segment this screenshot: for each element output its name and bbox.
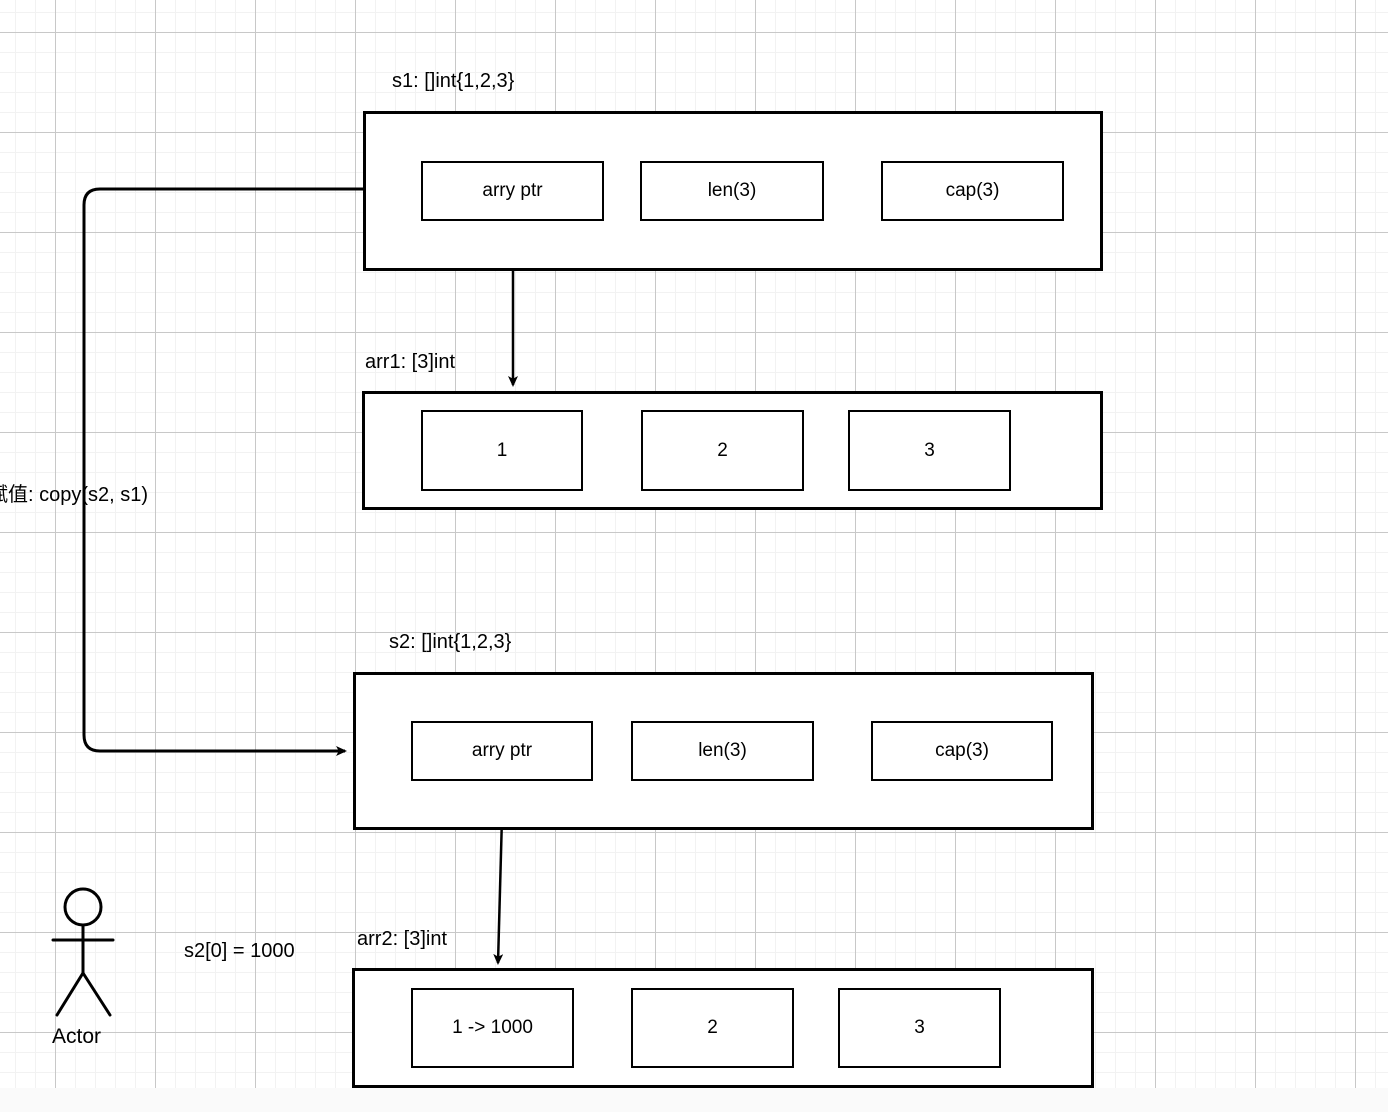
s1-cell-arry-ptr: arry ptr [421, 161, 604, 221]
s1-cell-cap: cap(3) [881, 161, 1064, 221]
arr1-cell-0: 1 [421, 410, 583, 491]
arr2-cell-1: 2 [631, 988, 794, 1068]
s2-cell-arry-ptr: arry ptr [411, 721, 593, 781]
s2-cell-len: len(3) [631, 721, 814, 781]
arr2-cell-0: 1 -> 1000 [411, 988, 574, 1068]
actor-caption: Actor [52, 1025, 102, 1048]
arr1-label: arr1: [3]int [365, 351, 456, 373]
mutation-label: s2[0] = 1000 [184, 940, 295, 962]
arr2-label: arr2: [3]int [357, 928, 448, 950]
s2-cell-cap: cap(3) [871, 721, 1053, 781]
s2-label: s2: []int{1,2,3} [389, 631, 512, 653]
arr1-cell-2: 3 [848, 410, 1011, 491]
copy-edge-label: 赋值: copy(s2, s1) [0, 484, 149, 506]
s1-cell-len: len(3) [640, 161, 824, 221]
s1-label: s1: []int{1,2,3} [392, 70, 515, 92]
footer-strip [0, 1088, 1388, 1112]
arr1-cell-1: 2 [641, 410, 804, 491]
arr2-cell-2: 3 [838, 988, 1001, 1068]
